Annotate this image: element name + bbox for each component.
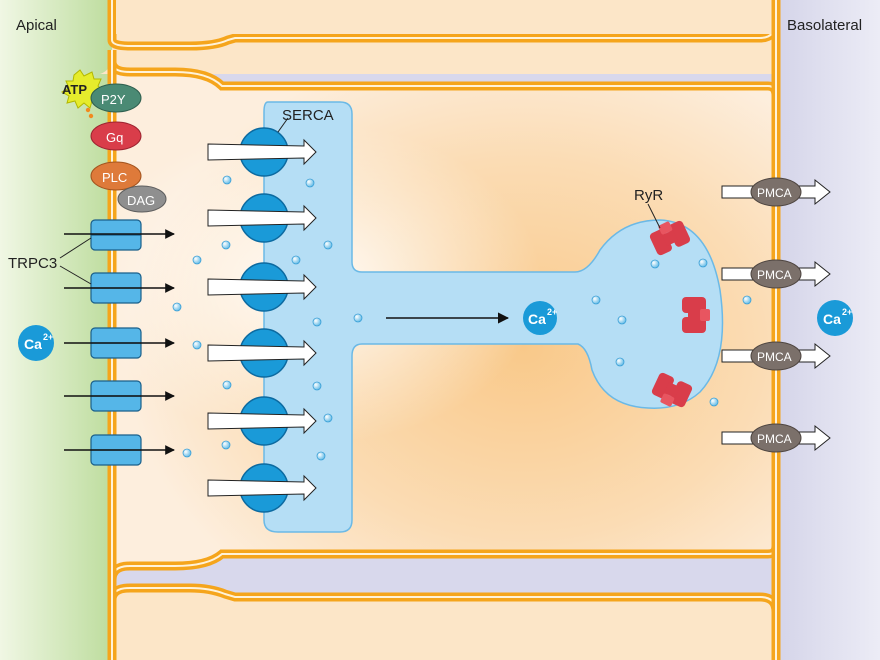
ryr-channels: [649, 220, 710, 408]
signaling-cascade: ATP P2Y Gq PLC DAG: [60, 69, 167, 213]
p2y-label: P2Y: [101, 92, 126, 107]
ca-badge-apical: Ca 2+: [18, 325, 54, 361]
pmca-pumps: PMCA PMCA PMCA PMCA: [721, 177, 831, 453]
serca-pumps: [207, 127, 317, 513]
apical-label: Apical: [16, 17, 57, 34]
serca-pump: [207, 396, 317, 446]
calcium-ions: [172, 175, 752, 461]
serca-pump: [207, 328, 317, 378]
serca-leader-line: [277, 117, 289, 133]
dag-label: DAG: [127, 193, 155, 208]
pmca-pump: PMCA: [721, 177, 831, 207]
ca-charge: 2+: [547, 307, 557, 317]
ca-ion-dot: [192, 255, 202, 265]
ca-ion-dot: [312, 317, 322, 327]
ca-ion-dot: [316, 451, 326, 461]
ca-text: Ca: [24, 336, 42, 352]
ca-ion-dot: [221, 240, 231, 250]
trpc3-channel: [64, 327, 175, 359]
ca-badge-basolateral: Ca 2+: [817, 300, 853, 336]
pmca-pump: PMCA: [721, 259, 831, 289]
endoplasmic-reticulum: [263, 101, 724, 533]
atp-label: ATP: [62, 82, 87, 97]
upper-neighbor-cell: [100, 0, 781, 74]
ca-ion-dot: [742, 295, 752, 305]
ca-ion-dot: [172, 302, 182, 312]
ryr-channel: [651, 372, 693, 408]
ca-ion-dot: [221, 440, 231, 450]
basolateral-label: Basolateral: [787, 17, 862, 34]
ca-badge-er: Ca 2+: [523, 301, 557, 335]
gq-label: Gq: [106, 130, 123, 145]
atp-dot: [88, 113, 94, 119]
ca-ion-dot: [650, 259, 660, 269]
ca-ion-dot: [305, 178, 315, 188]
ca-ion-dot: [182, 448, 192, 458]
trpc3-channel: [64, 272, 175, 304]
serca-label: SERCA: [282, 107, 334, 124]
p2y-receptor: P2Y: [90, 83, 142, 113]
trpc3-label: TRPC3: [8, 255, 57, 272]
trpc3-channel: [64, 434, 175, 466]
pmca-label: PMCA: [757, 186, 792, 200]
ca-ion-dot: [192, 340, 202, 350]
ca-charge: 2+: [842, 307, 852, 317]
ca-ion-dot: [323, 413, 333, 423]
pmca-pump: PMCA: [721, 423, 831, 453]
pmca-label: PMCA: [757, 350, 792, 364]
ca-ion-dot: [291, 255, 301, 265]
serca-pump: [207, 193, 317, 243]
trpc3-channel: [64, 380, 175, 412]
ca-ion-dot: [709, 397, 719, 407]
ryr-leader-line: [647, 203, 661, 229]
ca-charge: 2+: [43, 332, 53, 342]
pmca-label: PMCA: [757, 432, 792, 446]
ca-ion-dot: [323, 240, 333, 250]
ca-ion-dot: [353, 313, 363, 323]
pmca-label: PMCA: [757, 268, 792, 282]
ca-ion-dot: [222, 175, 232, 185]
ryr-channel: [649, 220, 691, 256]
plc-enzyme: PLC: [90, 161, 142, 191]
ca-text: Ca: [823, 311, 841, 327]
gq-protein: Gq: [90, 121, 142, 151]
ca-ion-dot: [615, 357, 625, 367]
ca-ion-dot: [312, 381, 322, 391]
ca-ion-dot: [591, 295, 601, 305]
ca-text: Ca: [528, 311, 546, 327]
serca-pump: [207, 127, 317, 177]
atp-dot: [85, 107, 91, 113]
serca-pump: [207, 262, 317, 312]
dag-molecule: DAG: [117, 185, 167, 213]
ryr-channel: [682, 297, 710, 333]
ca-ion-dot: [222, 380, 232, 390]
ca-ion-dot: [698, 258, 708, 268]
pmca-pump: PMCA: [721, 341, 831, 371]
serca-pump: [207, 463, 317, 513]
plc-label: PLC: [102, 170, 127, 185]
trpc3-channels: [64, 219, 175, 466]
ca-ion-dot: [617, 315, 627, 325]
trpc3-channel: [64, 219, 175, 251]
ryr-label: RyR: [634, 187, 663, 204]
trpc3-leaders: [59, 237, 92, 285]
lower-neighbor-cell: [107, 583, 781, 660]
